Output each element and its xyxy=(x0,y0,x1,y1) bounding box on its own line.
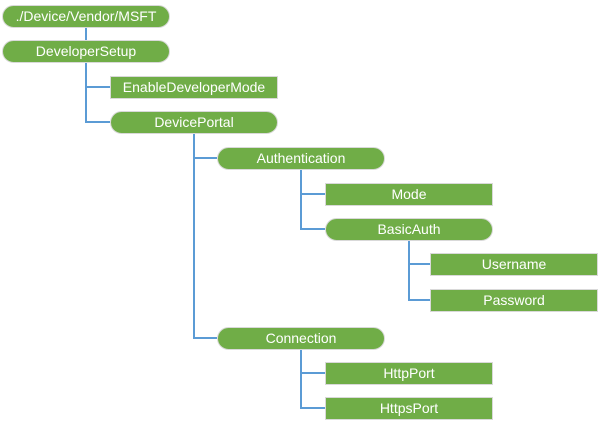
node-connection: Connection xyxy=(217,327,385,350)
connector-branch-mode xyxy=(300,193,325,195)
node-http-port: HttpPort xyxy=(325,362,493,385)
node-mode: Mode xyxy=(325,183,493,206)
node-enable-developer-mode: EnableDeveloperMode xyxy=(110,76,278,99)
connector-branch-deviceportal xyxy=(85,121,110,123)
connector-branch-connection xyxy=(193,337,217,339)
node-authentication: Authentication xyxy=(217,147,385,170)
node-https-port: HttpsPort xyxy=(325,397,493,420)
connector-authentication-trunk xyxy=(300,170,302,230)
connector-branch-authentication xyxy=(193,157,217,159)
connector-branch-password xyxy=(408,299,430,301)
connector-branch-httpsport xyxy=(300,407,325,409)
connector-developersetup-trunk xyxy=(85,63,87,123)
connector-branch-basicauth xyxy=(300,228,325,230)
node-developer-setup: DeveloperSetup xyxy=(2,40,170,63)
node-basic-auth: BasicAuth xyxy=(325,218,493,241)
connector-connection-trunk xyxy=(300,350,302,409)
connector-branch-httpport xyxy=(300,372,325,374)
connector-branch-enabledevelopermode xyxy=(85,86,110,88)
connector-root-developersetup xyxy=(85,28,87,40)
connector-branch-username xyxy=(408,263,430,265)
node-password: Password xyxy=(430,289,598,312)
connector-basicauth-trunk xyxy=(408,241,410,301)
connector-deviceportal-trunk xyxy=(193,134,195,339)
node-device-portal: DevicePortal xyxy=(110,111,278,134)
node-username: Username xyxy=(430,253,598,276)
node-device-vendor-msft: ./Device/Vendor/MSFT xyxy=(2,5,170,28)
